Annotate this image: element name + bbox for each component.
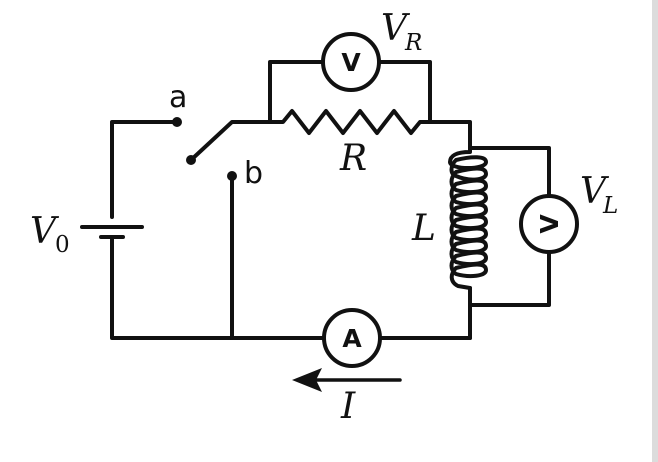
ammeter xyxy=(322,308,382,368)
vr-label: V xyxy=(381,8,411,49)
voltmeter-l xyxy=(519,194,579,254)
wire-left-lower xyxy=(110,235,234,340)
switch-blade xyxy=(189,120,272,162)
current-arrow xyxy=(292,368,402,392)
switch xyxy=(172,117,272,340)
source-label: V xyxy=(30,211,60,252)
inductor-group: V xyxy=(448,146,579,340)
inductor-coil xyxy=(448,146,488,294)
vr-label-sub: R xyxy=(404,30,422,56)
resistor-label: R xyxy=(339,138,367,179)
terminal-b-label: b xyxy=(244,156,263,191)
vl-label-sub: L xyxy=(602,193,618,219)
vl-label: V xyxy=(580,171,610,212)
image-edge-strip xyxy=(652,0,658,462)
current-label: I xyxy=(340,386,356,427)
voltmeter-r xyxy=(321,32,381,92)
voltmeter-l-letter: V xyxy=(535,214,564,234)
source-label-sub: 0 xyxy=(55,232,70,258)
wire-left-upper xyxy=(110,120,179,219)
inductor-label: L xyxy=(411,208,436,249)
ammeter-group: A xyxy=(230,308,472,368)
current-arrow-head xyxy=(292,368,322,392)
terminal-a-label: a xyxy=(169,80,187,115)
resistor-group: V xyxy=(268,32,472,150)
resistor xyxy=(268,109,472,150)
ammeter-letter: A xyxy=(342,324,362,353)
voltmeter-r-letter: V xyxy=(341,48,361,77)
battery xyxy=(80,120,234,340)
vl-wires xyxy=(468,146,551,307)
terminal-a-node xyxy=(172,117,182,127)
vr-wires xyxy=(268,60,432,124)
